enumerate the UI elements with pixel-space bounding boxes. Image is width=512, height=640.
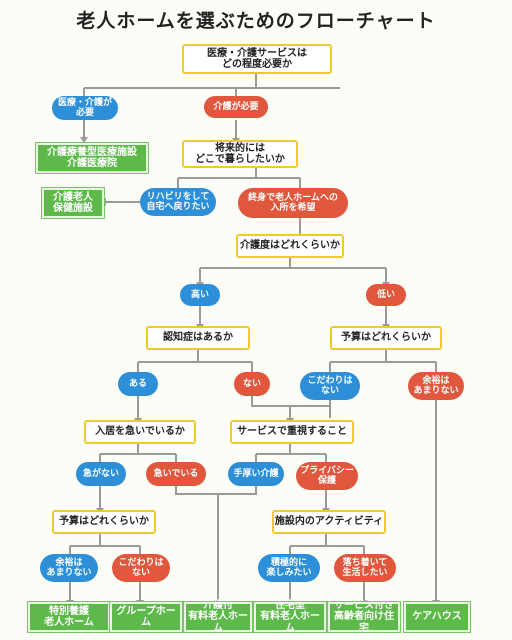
question-budget-2: 予算はどれくらいか (52, 510, 156, 534)
result-roken-facility: 介護老人 保健施設 (41, 187, 105, 219)
option-dementia-no: ない (234, 372, 270, 396)
option-budget-tight-2: 余裕は あまりない (40, 554, 98, 582)
option-dementia-yes: ある (118, 372, 158, 396)
result-care-private-home: 介護付 有料老人ホーム (183, 600, 253, 634)
question-where-to-live: 将来的には どこで暮らしたいか (182, 140, 298, 168)
question-activities: 施設内のアクティビティ (272, 510, 386, 534)
page-title: 老人ホームを選ぶためのフローチャート (76, 10, 436, 32)
option-urgent: 急いでいる (146, 462, 206, 486)
question-care-service-need: 医療・介護サービスは どの程度必要か (182, 44, 332, 74)
question-service-focus: サービスで重視すること (230, 420, 354, 444)
option-care-needed: 介護が必要 (204, 96, 268, 118)
question-care-level: 介護度はどれくらいか (236, 234, 344, 258)
option-enjoy-actively: 積極的に 楽しみたい (258, 554, 320, 582)
result-group-home: グループホーム (109, 601, 183, 633)
option-generous-care: 手厚い介護 (228, 462, 284, 486)
question-budget: 予算はどれくらいか (330, 326, 442, 350)
option-calm-life: 落ち着いて 生活したい (334, 554, 396, 582)
option-not-urgent: 急がない (76, 462, 126, 486)
option-rehab-return-home: リハビリをして 自宅へ戻りたい (140, 188, 216, 216)
result-service-elderly-housing: サービス付き 高齢者向け住宅 (327, 600, 401, 634)
option-lifelong-nursing-home: 終身で老人ホームへの 入所を希望 (238, 188, 348, 218)
option-budget-tight: 余裕は あまりない (408, 372, 464, 400)
option-care-level-high: 高い (180, 284, 220, 306)
result-care-house: ケアハウス (403, 601, 471, 633)
option-care-level-low: 低い (366, 284, 406, 306)
question-dementia: 認知症はあるか (146, 326, 250, 350)
option-privacy: プライバシー 保護 (296, 462, 358, 490)
option-no-preference-2: こだわりは ない (112, 554, 170, 582)
question-urgency: 入居を急いでいるか (84, 420, 196, 444)
option-medical-care: 医療・介護が 必要 (52, 96, 118, 120)
result-medical-facility: 介護療養型医療施設 介護医療院 (35, 142, 149, 174)
option-budget-no-preference: こだわりは ない (300, 372, 360, 400)
result-tokuyou: 特別養護 老人ホーム (27, 601, 111, 633)
result-residential-private-home: 住宅型 有料老人ホーム (253, 600, 327, 634)
